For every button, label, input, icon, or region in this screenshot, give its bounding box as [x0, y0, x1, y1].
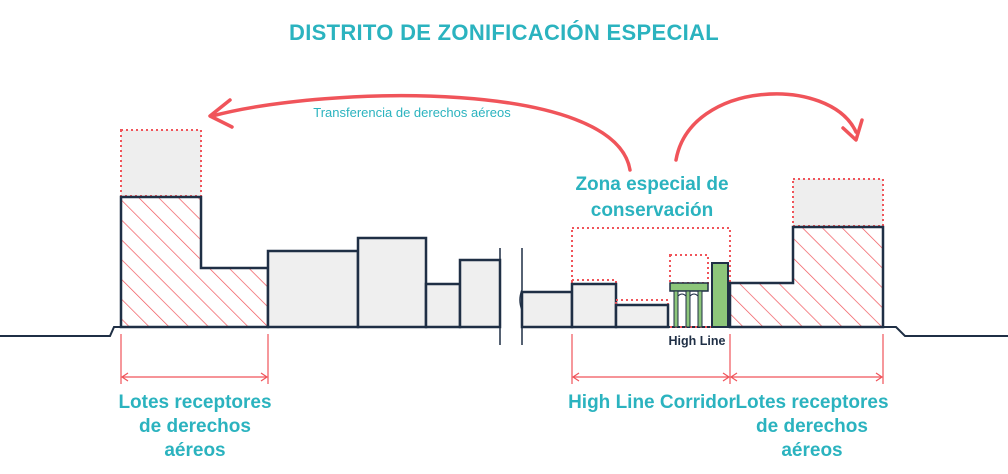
- transfer-arrow-left: [210, 93, 632, 172]
- left-receiving-building: [119, 195, 270, 329]
- high-line-air-box: [669, 254, 709, 284]
- air-rights-outline: [615, 299, 669, 306]
- diagram-title: DISTRITO DE ZONIFICACIÓN ESPECIAL: [289, 20, 719, 45]
- building: [424, 282, 462, 329]
- section-break: [497, 248, 523, 345]
- transfer-label: Transferencia de derechos aéreos: [313, 105, 511, 120]
- right-receiving-building: [728, 225, 885, 329]
- building: [520, 290, 574, 329]
- building: [458, 258, 502, 329]
- dimension-right: [729, 334, 884, 384]
- corridor-label: High Line Corridor: [568, 392, 736, 413]
- building: [266, 249, 360, 329]
- building: [356, 236, 428, 329]
- right-air-rights-box: [792, 178, 884, 227]
- left-air-rights-box: [120, 129, 202, 197]
- dimension-left: [120, 334, 269, 384]
- transfer-arrow-left-head: [208, 98, 234, 129]
- high-line-structure: [669, 254, 729, 328]
- transfer-arrow-right-head: [841, 118, 864, 142]
- conservation-zone-label-1: Zona especial de: [575, 174, 728, 195]
- right-receiving-label-1: Lotes receptores: [735, 392, 888, 413]
- transfer-arrow-right: [674, 92, 858, 162]
- left-receiving-label-2: de derechos: [139, 416, 251, 437]
- left-receiving-label-1: Lotes receptores: [118, 392, 271, 413]
- building: [614, 303, 670, 329]
- building: [570, 282, 618, 329]
- high-line-label: High Line: [669, 334, 726, 348]
- right-receiving-label-2: de derechos: [756, 416, 868, 437]
- right-receiving-label-3: aéreos: [781, 440, 842, 461]
- conservation-zone-label-2: conservación: [591, 200, 714, 221]
- dimension-corridor: [571, 334, 731, 384]
- left-receiving-label-3: aéreos: [164, 440, 225, 461]
- ground-line: [0, 326, 1008, 337]
